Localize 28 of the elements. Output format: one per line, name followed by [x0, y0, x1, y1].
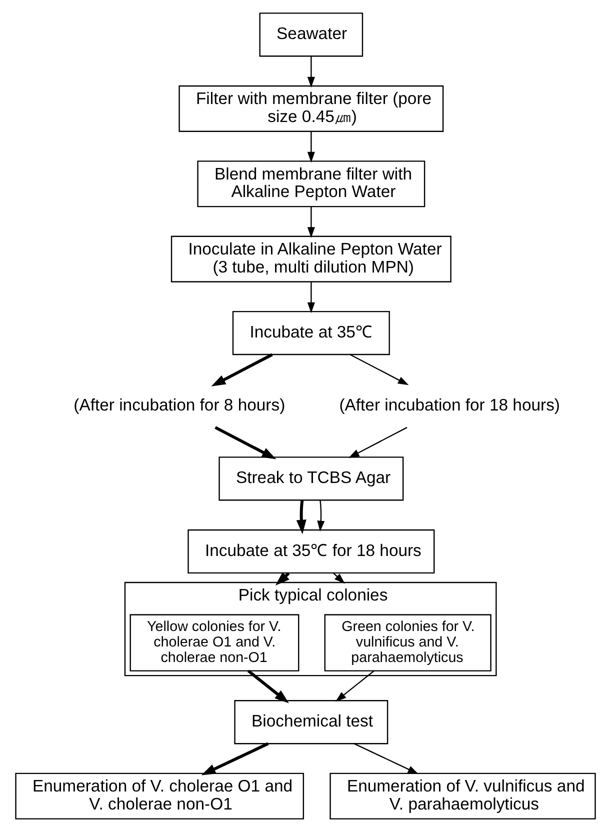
node-box: Inoculate in Alkaline Pepton Water (3 tube, multi dilution MPN) — [170, 236, 451, 282]
node-box: Streak to TCBS Agar — [218, 456, 404, 501]
arrow — [214, 426, 276, 460]
node-box: Incubate at 35℃ for 18 hours — [187, 529, 434, 574]
arrow — [353, 743, 418, 774]
node-box: Yellow colonies for V. cholerae O1 and V. cholerae non-O1 — [129, 614, 299, 672]
arrow — [316, 500, 324, 532]
node-text: (After incubation for 8 hours) — [73, 395, 285, 414]
node-box: Green colonies for V. vulnificus and V. parahaemolyticus — [324, 614, 491, 672]
node-box: Enumeration of V. cholerae O1 and V. cholerae non-O1 — [14, 772, 304, 820]
node-box: Seawater — [258, 12, 363, 57]
arrow — [306, 206, 314, 238]
arrow — [349, 354, 408, 386]
arrow — [246, 670, 288, 704]
node-box: Filter with membrane filter (pore size 0.45㎛) — [178, 85, 444, 132]
node-box: Blend membrane filter with Alkaline Pepton Water — [196, 160, 425, 208]
node-box: Incubate at 35℃ — [232, 310, 390, 356]
node-box: Biochemical test — [234, 700, 388, 744]
arrow — [210, 353, 272, 386]
arrow — [200, 742, 268, 776]
arrow — [296, 500, 306, 534]
arrow — [334, 670, 374, 702]
arrow — [306, 132, 314, 163]
node-text: (After incubation for 18 hours) — [338, 395, 560, 414]
arrow — [348, 426, 407, 458]
arrow — [306, 56, 314, 88]
node-box: Enumeration of V. vulnificus and V. parahaemolyticus — [329, 772, 596, 820]
arrow — [306, 282, 314, 314]
